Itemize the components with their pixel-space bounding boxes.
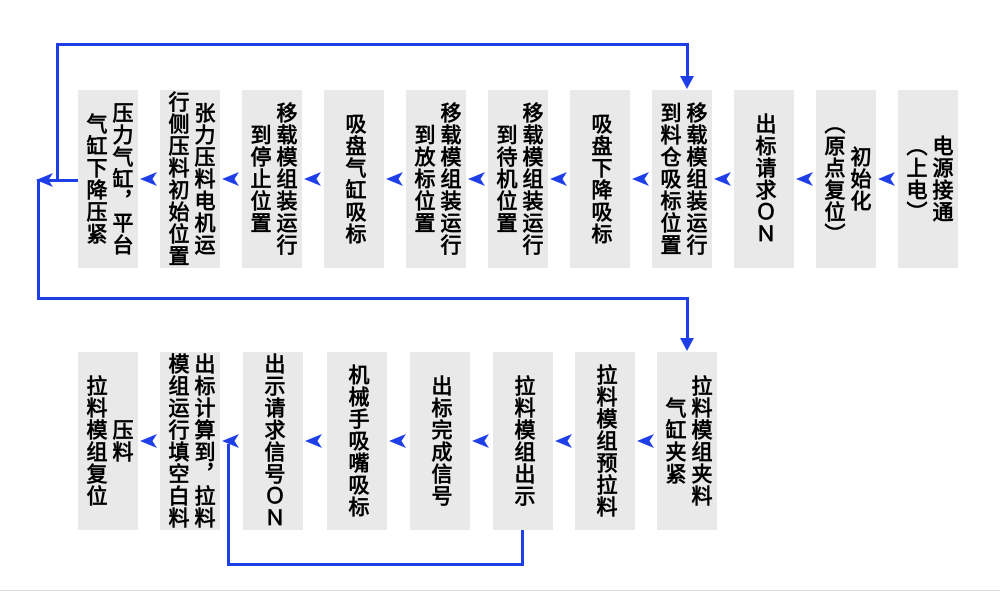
step-present-request-signal-on: 出示请求信号ＯＮ (243, 352, 303, 530)
step-label: 出示请求信号ＯＮ (262, 353, 285, 529)
connector-line (38, 179, 78, 182)
connector-line (227, 444, 230, 566)
step-power-on: 电源接通 （上电） (898, 90, 958, 268)
arrow-left-icon (304, 172, 321, 186)
step-label: 移载模组装运行 到料仓吸标位置 (658, 102, 707, 256)
arrow-left-icon (796, 172, 813, 186)
step-label: 电源接通 （上电） (904, 135, 953, 223)
step-label-count-reached-fill-blank: 出标计算到，拉料 模组运行填空白料 (160, 352, 220, 530)
arrow-left-icon (389, 434, 406, 448)
arrow-down-icon (680, 338, 694, 351)
step-pull-module-present: 拉料模组出示 (493, 352, 553, 530)
arrow-left-icon (555, 434, 572, 448)
connector-line (37, 179, 40, 300)
step-label: 压力气缸，平台 气缸下降压紧 (84, 102, 133, 256)
step-label: 拉料模组夹料 气缸夹紧 (663, 375, 712, 507)
connector-line (56, 43, 689, 46)
arrow-down-icon (680, 76, 694, 89)
step-transfer-module-to-stop-position: 移载模组装运行 到停止位置 (242, 90, 302, 268)
arrow-left-icon (878, 172, 895, 186)
connector-line (227, 563, 524, 566)
arrow-left-icon (36, 173, 53, 187)
arrow-left-icon (222, 434, 239, 448)
arrow-left-icon (550, 172, 567, 186)
step-transfer-module-to-standby-position: 移载模组装运行 到待机位置 (488, 90, 548, 268)
arrow-left-icon (472, 434, 489, 448)
arrow-left-icon (222, 172, 239, 186)
arrow-left-icon (632, 172, 649, 186)
step-pull-module-clamp-cylinder: 拉料模组夹料 气缸夹紧 (657, 352, 717, 530)
step-pull-module-pre-pull: 拉料模组预拉料 (575, 352, 635, 530)
step-transfer-module-to-place-position: 移载模组装运行 到放标位置 (406, 90, 466, 268)
step-label: 初始化 （原点复位） (822, 113, 871, 245)
step-initialize: 初始化 （原点复位） (816, 90, 876, 268)
step-label: 吸盘下降吸标 (589, 113, 612, 245)
step-press-cylinder-platform-down-clamp: 压力气缸，平台 气缸下降压紧 (78, 90, 138, 268)
step-label: 机械手吸嘴吸标 (346, 364, 369, 518)
step-tension-press-motor-initial-position: 张力压料电机运 行侧压料初始位置 (160, 90, 220, 268)
step-label: 拉料模组预拉料 (594, 364, 617, 518)
step-press-pull-module-reset: 压料 拉料模组复位 (78, 352, 138, 530)
arrow-left-icon (714, 172, 731, 186)
step-suction-cylinder-pick-label: 吸盘气缸吸标 (324, 90, 384, 268)
arrow-left-icon (305, 434, 322, 448)
connector-line (686, 43, 689, 78)
step-label: 移载模组装运行 到放标位置 (412, 102, 461, 256)
step-suction-cup-down-pick-label: 吸盘下降吸标 (570, 90, 630, 268)
connector-line (56, 43, 59, 181)
step-transfer-module-to-magazine-pick-position: 移载模组装运行 到料仓吸标位置 (652, 90, 712, 268)
page-edge-line (0, 590, 1000, 591)
step-label: 吸盘气缸吸标 (343, 113, 366, 245)
step-label: 拉料模组出示 (512, 375, 535, 507)
arrow-left-icon (468, 172, 485, 186)
step-label: 移载模组装运行 到待机位置 (494, 102, 543, 256)
step-label: 移载模组装运行 到停止位置 (248, 102, 297, 256)
step-label: 出标请求ＯＮ (753, 113, 776, 245)
step-label: 出标完成信号 (429, 375, 452, 507)
step-label: 压料 拉料模组复位 (84, 375, 133, 507)
step-label: 张力压料电机运 行侧压料初始位置 (166, 91, 215, 267)
arrow-left-icon (386, 172, 403, 186)
step-label-out-request-on: 出标请求ＯＮ (734, 90, 794, 268)
connector-line (686, 297, 689, 340)
arrow-left-icon (140, 434, 157, 448)
step-robot-nozzle-pick-label: 机械手吸嘴吸标 (327, 352, 387, 530)
step-label: 出标计算到，拉料 模组运行填空白料 (166, 353, 215, 529)
connector-line (37, 297, 689, 300)
arrow-left-icon (140, 172, 157, 186)
connector-line (521, 530, 524, 566)
arrow-left-icon (637, 434, 654, 448)
step-label-out-complete-signal: 出标完成信号 (410, 352, 470, 530)
